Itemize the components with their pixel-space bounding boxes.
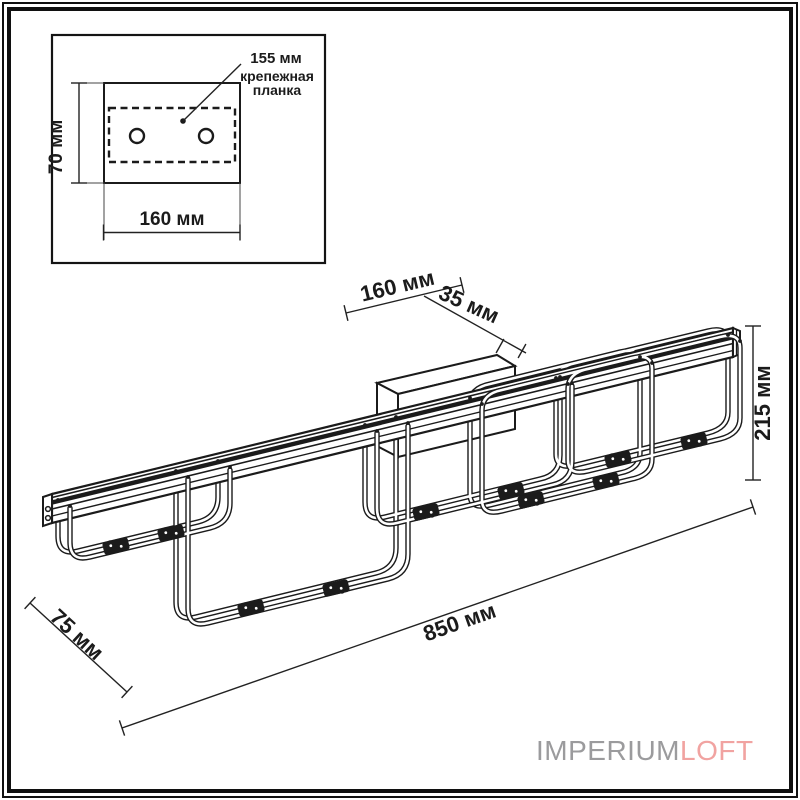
dim-inset-height-label: 70 мм	[46, 120, 67, 175]
brand-imperium: IMPERIUM	[536, 735, 680, 766]
mounting-plate-outline	[103, 82, 241, 184]
brand-logo: IMPERIUMLOFT	[536, 735, 776, 767]
dim-inset-height: 70 мм	[46, 82, 87, 184]
mounting-hole-right	[197, 127, 215, 145]
dim-fixture-length-label: 850 мм	[420, 598, 499, 647]
bracket-caption-line2: планка	[253, 82, 302, 98]
bar-attachment-clips	[56, 333, 742, 508]
screw-plates	[102, 432, 708, 617]
dim-inset-width-label: 160 мм	[139, 209, 204, 230]
dim-fixture-length: 850 мм	[118, 499, 757, 736]
dim-fixture-height: 215 мм	[745, 325, 775, 481]
dim-fixture-height-label: 215 мм	[750, 365, 775, 440]
dim-fixture-depth: 75 мм	[24, 596, 133, 699]
dim-canopy-depth: 35 мм	[423, 280, 527, 359]
bar-edge-line	[51, 342, 734, 510]
fixture-drawing	[42, 326, 743, 627]
bar-edge-line	[51, 349, 734, 517]
hole-spacing-label: 155 мм	[250, 50, 301, 67]
dim-inset-width: 160 мм	[102, 209, 241, 241]
wire-loops-back	[55, 327, 731, 621]
mounting-bracket-dashed-outline	[107, 106, 237, 164]
wire-loops-front	[67, 333, 743, 627]
bracket-caption-line1: крепежная	[240, 68, 314, 84]
endcap-detail	[44, 514, 52, 522]
dim-fixture-depth-label: 75 мм	[45, 604, 108, 665]
mounting-plate-inset: 70 мм 160 мм 155 мм крепежная планка	[46, 33, 327, 265]
brand-loft: LOFT	[680, 735, 754, 766]
endcap-detail	[44, 505, 52, 513]
leader-line	[182, 63, 242, 122]
mounting-hole-left	[128, 127, 146, 145]
led-strip-line	[49, 334, 735, 506]
